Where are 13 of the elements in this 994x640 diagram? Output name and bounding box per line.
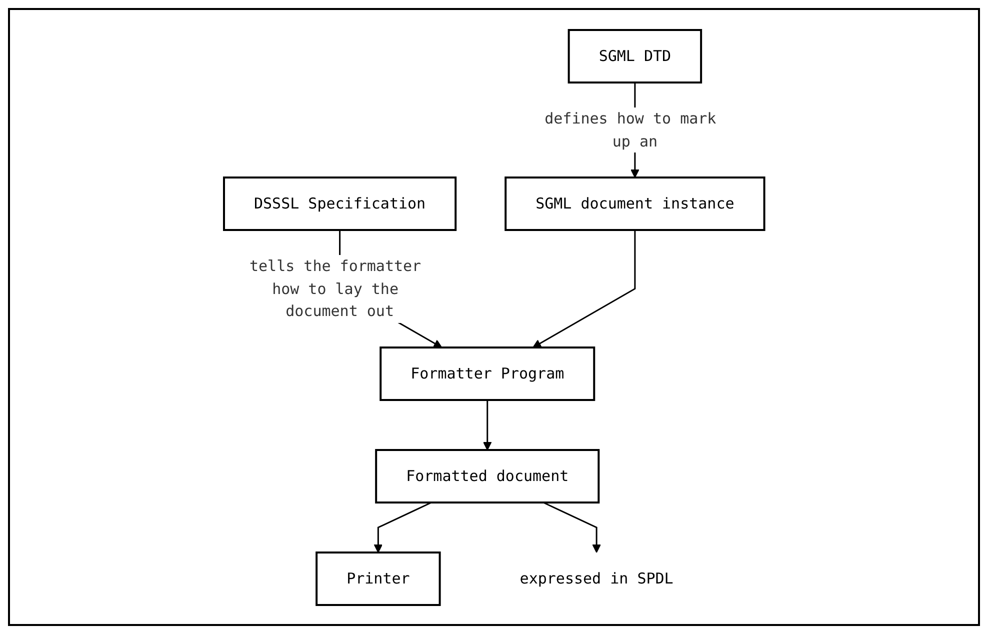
arrow	[542, 501, 601, 552]
edge-label: defines how to mark up an	[544, 109, 716, 150]
arrow	[374, 501, 432, 552]
arrow	[532, 230, 636, 348]
arrow	[482, 400, 492, 450]
node-box: Formatter Program	[379, 346, 595, 400]
node-box: SGML DTD	[568, 28, 702, 83]
node-box: Formatted document	[374, 448, 600, 503]
node-box: DSSSL Specification	[222, 176, 456, 230]
node-box: Printer	[315, 551, 441, 606]
edge-label: tells the formatter how to lay the document out	[249, 256, 421, 320]
node-box: SGML document instance	[504, 176, 766, 230]
node-text: expressed in SPDL	[520, 569, 674, 587]
